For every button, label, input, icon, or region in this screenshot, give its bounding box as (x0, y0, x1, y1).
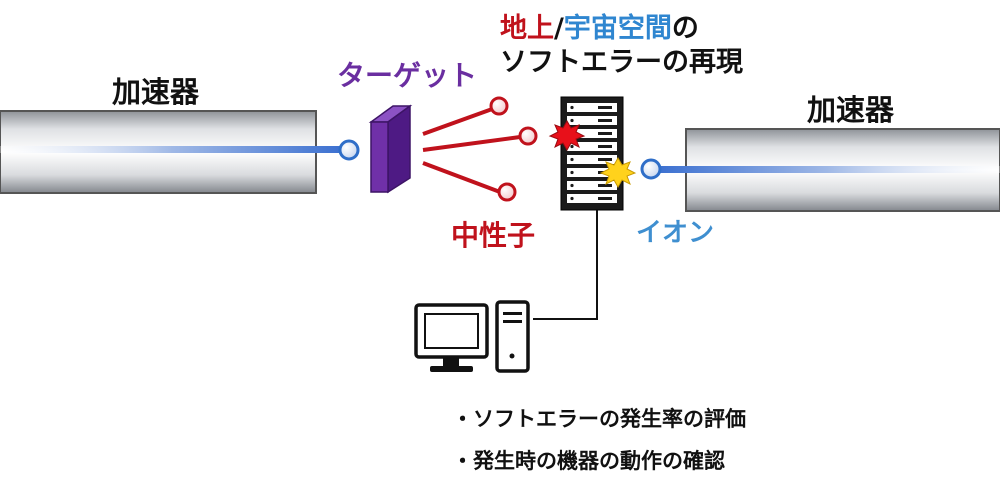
title-space: 宇宙空間 (563, 13, 672, 44)
neutron-particle (518, 126, 538, 146)
target-label: ターゲット (337, 59, 478, 92)
ion-label: イオン (636, 218, 715, 248)
desktop-computer-icon (414, 300, 530, 373)
diagram-title: 地上/宇宙空間の ソフトエラーの再現 (500, 12, 743, 80)
connection-line (533, 210, 598, 320)
title-ground: 地上 (500, 13, 554, 44)
title-particle-no: の (671, 13, 699, 44)
bullet-list: ソフトエラーの発生率の評価 発生時の機器の動作の確認 (452, 398, 746, 482)
title-line-2: ソフトエラーの再現 (500, 47, 743, 79)
bullet-item: 発生時の機器の動作の確認 (452, 440, 746, 482)
ion-particle-right (640, 158, 662, 180)
target-block (368, 104, 413, 194)
accelerator-left (0, 110, 345, 194)
title-separator: / (554, 13, 564, 44)
impact-burst-red-icon (548, 119, 586, 152)
ion-particle-left (338, 139, 360, 161)
accelerator-right-label: 加速器 (807, 93, 895, 127)
impact-burst-yellow-icon (599, 156, 637, 189)
title-line-1: 地上/宇宙空間の (500, 12, 743, 46)
accelerator-left-label: 加速器 (112, 75, 200, 109)
neutron-particle (497, 182, 517, 202)
neutron-label: 中性子 (451, 219, 536, 252)
neutron-rays (422, 96, 538, 202)
bullet-item: ソフトエラーの発生率の評価 (452, 398, 746, 440)
accelerator-right (655, 128, 1000, 212)
neutron-particle (489, 96, 509, 116)
server-rack-icon (560, 96, 624, 211)
